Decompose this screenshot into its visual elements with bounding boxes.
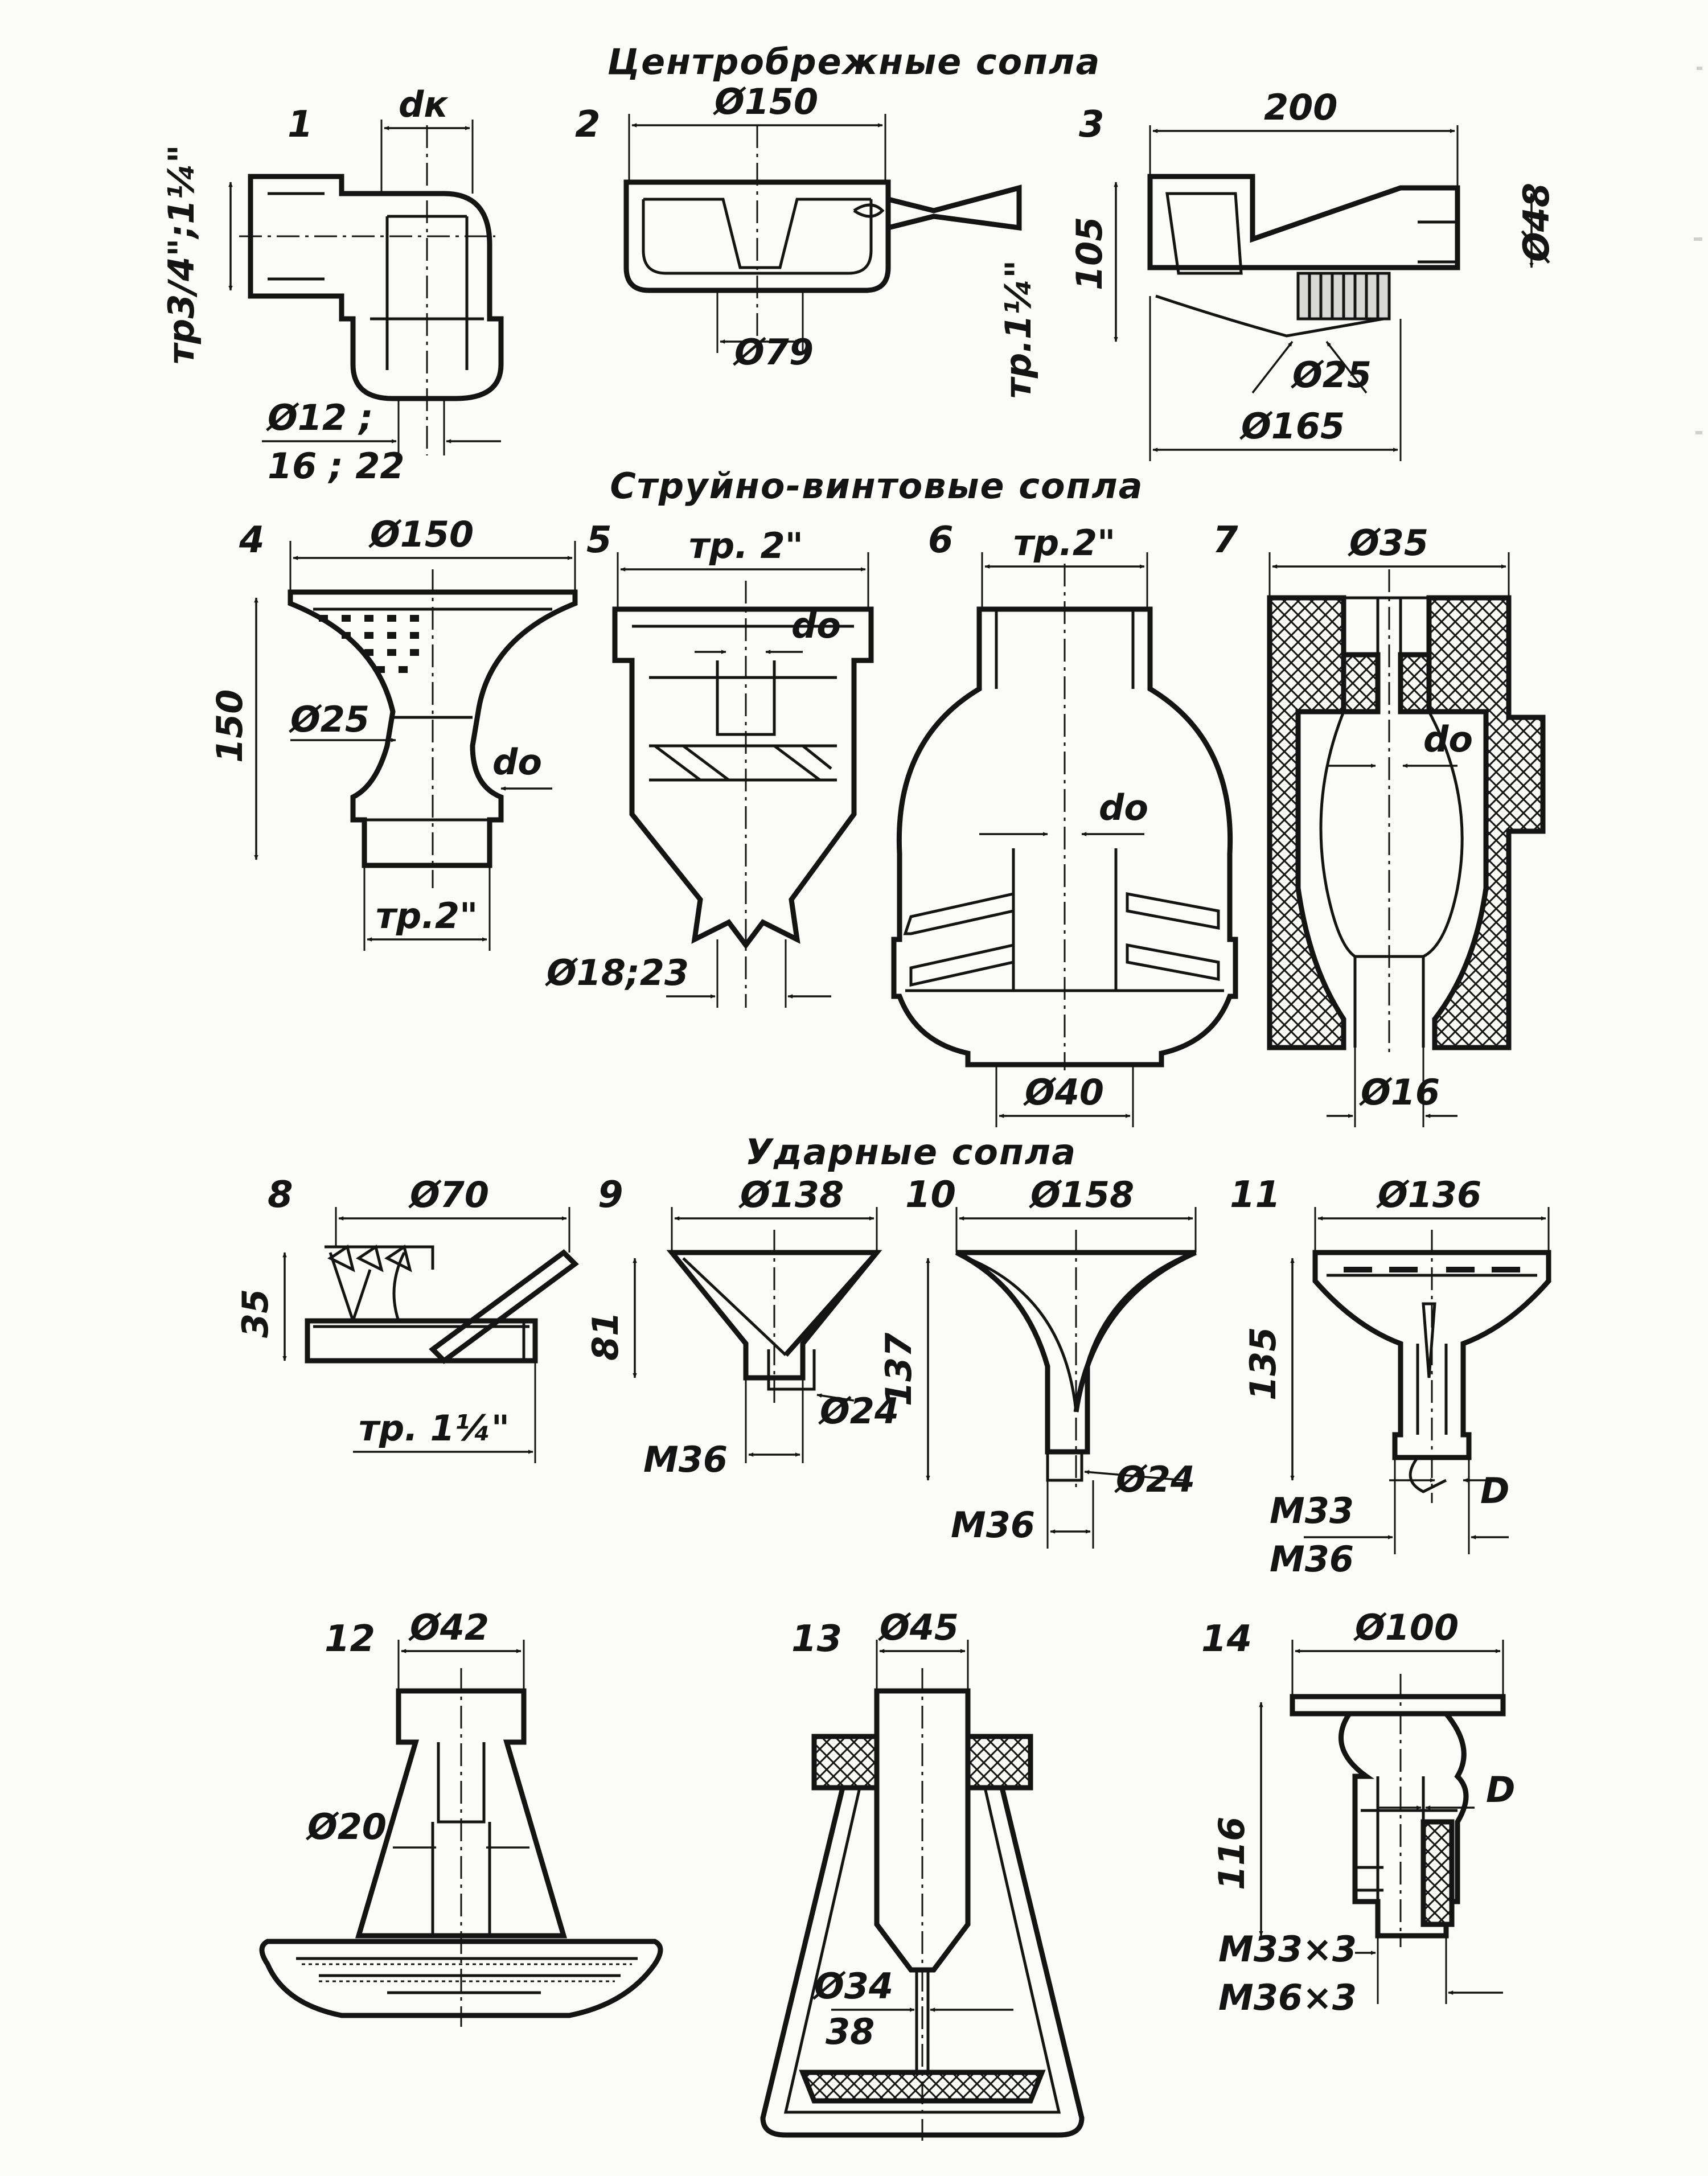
swirl-teeth bbox=[327, 1244, 412, 1272]
dim-d25: Ø25 bbox=[289, 699, 369, 740]
dim-pipe-1-25: тр.1¼" bbox=[997, 260, 1039, 399]
dim-81: 81 bbox=[585, 1312, 626, 1361]
nozzle-13: 13 Ø45 Ø34 38 bbox=[760, 1607, 1085, 2141]
dim-116: 116 bbox=[1211, 1817, 1253, 1890]
nozzle-number: 3 bbox=[1079, 104, 1105, 146]
dim-do: dо bbox=[1423, 719, 1473, 760]
dim-d48: Ø48 bbox=[1516, 183, 1557, 264]
dim-d40: Ø40 bbox=[1023, 1071, 1104, 1113]
dim-m33: M33 bbox=[1270, 1490, 1354, 1532]
slots bbox=[1344, 1267, 1520, 1272]
nozzle-3: 3 200 105 Ø48 Ø25 Ø165 bbox=[1069, 87, 1557, 461]
dim-35: 35 bbox=[235, 1289, 276, 1338]
background-text-bleed bbox=[1694, 67, 1702, 434]
nozzle-number: 8 bbox=[268, 1174, 293, 1216]
dim-m36x3: M36×3 bbox=[1218, 1977, 1357, 2018]
dim-pipe-2: тр.2" bbox=[376, 895, 478, 937]
dim-do: dо bbox=[791, 605, 841, 646]
nozzle-number: 10 bbox=[905, 1174, 956, 1216]
dim-do: dо bbox=[1099, 787, 1148, 828]
dim-16-22: 16 ; 22 bbox=[268, 445, 405, 487]
dim-d24: Ø24 bbox=[818, 1390, 899, 1432]
dim-137: 137 bbox=[878, 1332, 919, 1406]
dim-d79: Ø79 bbox=[733, 331, 814, 373]
dim-d158: Ø158 bbox=[1029, 1174, 1134, 1216]
nozzle-number: 5 bbox=[586, 519, 612, 561]
nozzle-12: 12 Ø42 Ø20 bbox=[259, 1607, 663, 2027]
nozzle-2: 2 Ø150 Ø79 тр.1¼" bbox=[575, 81, 1039, 399]
dim-105: 105 bbox=[1069, 217, 1110, 290]
dim-d150: Ø150 bbox=[368, 514, 474, 555]
nozzle-number: 6 bbox=[928, 519, 954, 561]
title-jet-screw: Струйно-винтовые сопла bbox=[610, 465, 1143, 507]
dim-d138: Ø138 bbox=[738, 1174, 844, 1216]
nozzle-number: 1 bbox=[288, 104, 313, 146]
dim-d12: Ø12 ; bbox=[266, 397, 373, 438]
dim-200: 200 bbox=[1264, 87, 1337, 128]
dim-d45: Ø45 bbox=[878, 1607, 959, 1648]
dim-d24: Ø24 bbox=[1114, 1459, 1195, 1500]
dim-do: dо bbox=[492, 741, 542, 783]
title-impact: Ударные сопла bbox=[745, 1131, 1077, 1173]
dim-dk: dк bbox=[399, 84, 449, 125]
dim-d165: Ø165 bbox=[1239, 405, 1345, 447]
dim-m36: M36 bbox=[951, 1504, 1035, 1546]
nozzle-7: 7 Ø35 dо Ø16 bbox=[1213, 519, 1546, 1127]
dim-m36: M36 bbox=[1270, 1538, 1354, 1580]
nozzle-number: 9 bbox=[598, 1174, 623, 1216]
dim-m36: M36 bbox=[643, 1439, 728, 1480]
nozzle-6: 6 тр.2" dо Ø40 bbox=[891, 519, 1238, 1127]
dim-d150: Ø150 bbox=[713, 81, 818, 122]
dim-d: D bbox=[1486, 1769, 1515, 1810]
dim-d70: Ø70 bbox=[408, 1174, 489, 1216]
nozzle-9: 9 Ø138 81 Ø24 M36 bbox=[585, 1174, 899, 1480]
dim-pipe-2: тр. 2" bbox=[689, 525, 803, 566]
title-centrifugal: Центробрежные сопла bbox=[607, 41, 1101, 83]
nozzle-number: 14 bbox=[1201, 1618, 1252, 1660]
nozzle-14: 14 Ø100 116 D M33×3 M36×3 bbox=[1201, 1607, 1515, 2018]
nozzle-number: 7 bbox=[1213, 519, 1238, 561]
dim-pipe: тр3/4";1¼" bbox=[161, 145, 202, 364]
dim-d18-23: Ø18;23 bbox=[545, 952, 689, 993]
dim-d16: Ø16 bbox=[1359, 1071, 1440, 1113]
nozzle-8: 8 Ø70 35 тр. 1¼" bbox=[235, 1174, 579, 1463]
dim-d20: Ø20 bbox=[306, 1806, 387, 1847]
dim-38: 38 bbox=[826, 2011, 874, 2052]
nozzle-number: 13 bbox=[791, 1618, 842, 1660]
dim-d34: Ø34 bbox=[812, 1965, 893, 2007]
nozzle-5: 5 тр. 2" dо Ø18;23 bbox=[545, 519, 874, 1008]
dim-d42: Ø42 bbox=[408, 1607, 489, 1648]
dim-pipe-2: тр.2" bbox=[1013, 522, 1115, 564]
dim-135: 135 bbox=[1242, 1327, 1284, 1401]
dim-d25: Ø25 bbox=[1291, 354, 1372, 396]
dim-m33x3: M33×3 bbox=[1218, 1928, 1357, 1970]
perforation-holes bbox=[319, 615, 419, 673]
dim-d100: Ø100 bbox=[1353, 1607, 1459, 1648]
nozzle-10: 10 Ø158 137 Ø24 M36 bbox=[878, 1174, 1197, 1549]
dim-pipe-1-25: тр. 1¼" bbox=[359, 1407, 510, 1449]
nozzle-11: 11 Ø136 135 D M33 M36 bbox=[1230, 1174, 1551, 1580]
nozzle-1: 1 dк тр3/4";1¼" Ø12 ; 16 ; 22 bbox=[161, 84, 504, 487]
dim-d136: Ø136 bbox=[1376, 1174, 1481, 1216]
nozzle-number: 4 bbox=[239, 519, 265, 561]
nozzle-number: 11 bbox=[1230, 1174, 1280, 1216]
nozzle-4: 4 Ø150 150 Ø25 dо тр.2" bbox=[209, 514, 578, 951]
threaded-ring bbox=[1296, 272, 1391, 321]
dim-d35: Ø35 bbox=[1348, 522, 1428, 564]
spray-holes bbox=[302, 1963, 632, 1982]
dim-d: D bbox=[1480, 1470, 1509, 1512]
dim-150: 150 bbox=[209, 689, 251, 763]
nozzle-number: 2 bbox=[575, 104, 601, 146]
nozzle-number: 12 bbox=[325, 1618, 375, 1660]
